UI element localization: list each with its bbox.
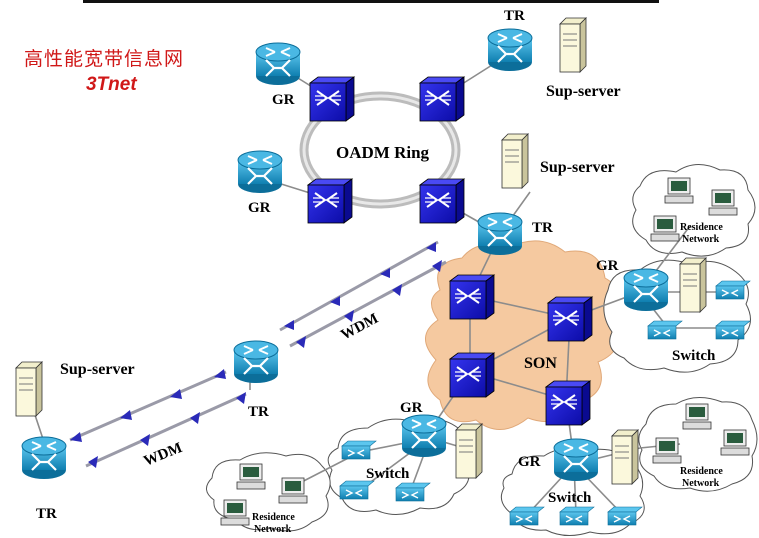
label-gr-right: GR <box>596 258 619 274</box>
label-sup-server-ring: Sup-server <box>540 159 615 176</box>
wdm-links <box>69 240 447 468</box>
sup-server-ring <box>501 133 529 189</box>
gr-router-right <box>622 267 670 313</box>
server-bottom-right <box>611 429 639 485</box>
gr-router-top <box>254 41 302 87</box>
top-rule <box>83 0 659 3</box>
label-tr-ring: TR <box>532 220 553 236</box>
label-residence-top-2: Network <box>682 234 720 245</box>
logo-chinese-title: 高性能宽带信息网 <box>24 48 185 70</box>
label-gr-bottom-middle: GR <box>400 400 423 416</box>
label-tr-bottom-left: TR <box>36 506 57 522</box>
label-gr-left: GR <box>248 200 271 216</box>
tr-router-ring <box>476 211 524 257</box>
oxc-son-3 <box>449 352 495 398</box>
tr-router-bottom-left <box>20 435 68 481</box>
label-residence-top-1: Residence <box>680 222 723 233</box>
oxc-son-4 <box>545 380 591 426</box>
sup-server-top-right <box>559 17 587 73</box>
logo-3tnet: 3Tnet <box>86 74 137 95</box>
label-switch-right: Switch <box>672 348 716 364</box>
pc-icon <box>664 177 694 204</box>
gr-router-bottom-right <box>552 437 600 483</box>
pc-icon <box>278 477 308 504</box>
oxc-ring-bottom-right <box>419 178 465 224</box>
pc-icon <box>720 429 750 456</box>
label-residence-left-2: Network <box>254 524 292 535</box>
gr-router-left <box>236 149 284 195</box>
pc-icon <box>220 499 250 526</box>
pc-icon <box>236 463 266 490</box>
label-gr-top: GR <box>272 92 295 108</box>
oxc-ring-top-left <box>309 76 355 122</box>
oxc-son-1 <box>449 274 495 320</box>
sup-server-left <box>15 361 43 417</box>
residence-cloud-bottom-right <box>638 397 758 492</box>
gr-router-bottom-middle <box>400 413 448 459</box>
label-son: SON <box>524 355 557 372</box>
wdm-arrow-markers <box>70 242 442 468</box>
oxc-son-2 <box>547 296 593 342</box>
server-right-cluster <box>679 257 707 313</box>
label-switch-bottom: Switch <box>548 490 592 506</box>
label-residence-right-1: Residence <box>680 466 723 477</box>
label-residence-left-1: Residence <box>252 512 295 523</box>
server-bottom-middle <box>455 423 483 479</box>
pc-icon <box>650 215 680 242</box>
residence-cloud-top <box>632 164 756 257</box>
label-switch-middle: Switch <box>366 466 410 482</box>
pc-icon <box>682 403 712 430</box>
label-tr-middle: TR <box>248 404 269 420</box>
label-sup-server-left: Sup-server <box>60 361 135 378</box>
label-sup-server-top: Sup-server <box>546 83 621 100</box>
label-tr-top: TR <box>504 8 525 24</box>
tr-router-top-right <box>486 27 534 73</box>
pc-icon <box>652 437 682 464</box>
pc-icon <box>708 189 738 216</box>
tr-router-middle <box>232 339 280 385</box>
label-gr-bottom-right: GR <box>518 454 541 470</box>
label-oadm-ring: OADM Ring <box>336 143 430 162</box>
label-residence-right-2: Network <box>682 478 720 489</box>
oxc-ring-top-right <box>419 76 465 122</box>
oxc-ring-bottom-left <box>307 178 353 224</box>
